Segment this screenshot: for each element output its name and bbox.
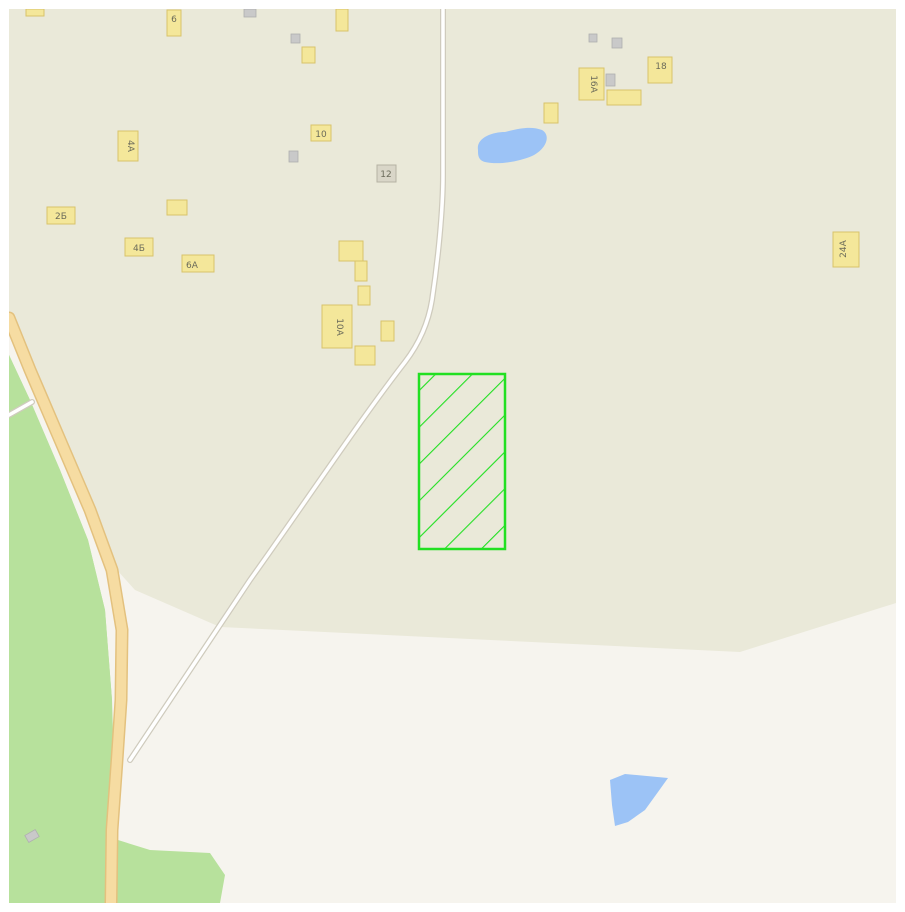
building: [380, 320, 395, 342]
building-2B: [46, 206, 76, 225]
highlighted-parcel[interactable]: [417, 372, 507, 551]
house-number-label: 10А: [334, 318, 344, 336]
building-4A: [117, 130, 139, 162]
building: [25, 9, 45, 17]
building-16A: [578, 67, 605, 101]
residential-area: [9, 9, 896, 652]
building-12: [376, 164, 397, 183]
building-24A: [832, 231, 860, 268]
outbuilding: [243, 9, 257, 18]
outbuildings: [24, 9, 623, 844]
house-number-label: 16А: [588, 75, 598, 93]
building: [335, 9, 349, 32]
outbuilding: [290, 33, 301, 44]
building-10: [310, 124, 332, 142]
house-number-label: 10: [315, 130, 327, 140]
building: [354, 260, 368, 282]
outbuilding: [24, 828, 40, 844]
pond-north: [477, 127, 547, 164]
main-road: [9, 313, 127, 903]
building: [338, 240, 364, 262]
building-4B: [124, 237, 154, 257]
building: [354, 345, 376, 366]
map-canvas[interactable]: 6 10 12 4А 2Б 4Б 6А 10А 16А 18 24А: [9, 9, 896, 903]
house-number-label: 6: [171, 15, 177, 25]
house-number-label: 4А: [125, 140, 135, 153]
map-view[interactable]: 6 10 12 4А 2Б 4Б 6А 10А 16А 18 24А: [9, 9, 896, 903]
house-number-label: 6А: [186, 261, 199, 271]
building-6: [166, 9, 182, 37]
building-6A: [181, 254, 215, 273]
house-number-label: 4Б: [133, 244, 145, 254]
outbuilding: [588, 33, 598, 43]
building-10A: [321, 304, 353, 349]
building: [606, 89, 642, 106]
outbuilding: [288, 150, 299, 163]
building: [543, 102, 559, 124]
track-road: [128, 9, 445, 762]
house-number-label: 2Б: [55, 212, 67, 222]
house-number-label: 18: [655, 62, 667, 72]
pond-south: [610, 774, 668, 826]
track-road-west: [9, 400, 34, 417]
forest-area-west: [9, 355, 118, 903]
building-18: [647, 56, 673, 84]
buildings: [25, 9, 860, 366]
house-number-label: 12: [380, 170, 391, 180]
outbuilding: [611, 37, 623, 49]
building: [357, 285, 371, 306]
building: [301, 46, 316, 64]
house-number-labels: 6 10 12 4А 2Б 4Б 6А 10А 16А 18 24А: [55, 15, 849, 337]
house-number-label: 24А: [839, 239, 849, 257]
building: [166, 199, 188, 216]
outbuilding: [605, 73, 616, 87]
